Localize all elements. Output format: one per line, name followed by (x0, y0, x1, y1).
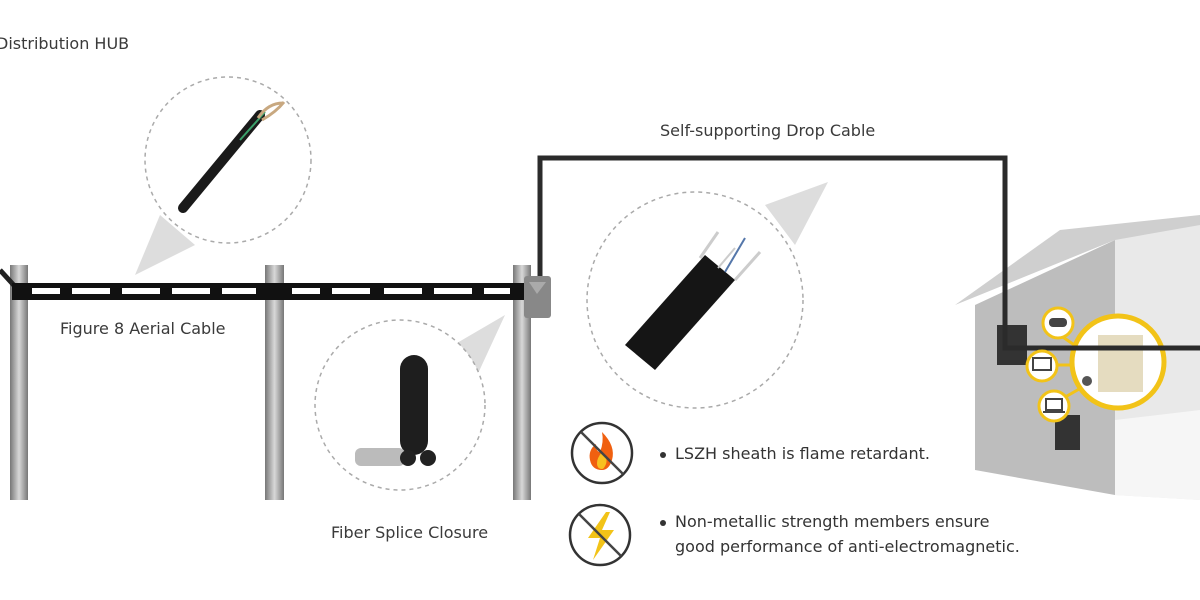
utility-pole (513, 265, 531, 500)
label-drop-cable: Self-supporting Drop Cable (660, 121, 876, 140)
feature-flame-retardant: LSZH sheath is flame retardant. (660, 441, 930, 466)
bullet-dot (660, 519, 666, 526)
home-devices (1020, 306, 1200, 423)
splice-closure-box (524, 276, 551, 318)
callout-splice-closure (314, 315, 505, 491)
label-figure8-cable: Figure 8 Aerial Cable (60, 319, 226, 338)
cable-dash (222, 288, 256, 294)
feature-anti-electromagnetic: Non-metallic strength members ensure goo… (660, 509, 1020, 559)
feature-text-line2: good performance of anti-electromagnetic… (675, 537, 1020, 556)
bullet-dot (660, 451, 666, 458)
label-splice-closure: Fiber Splice Closure (331, 523, 489, 542)
cable-dash (384, 288, 422, 294)
label-distribution-hub: Distribution HUB (0, 34, 130, 53)
laptop-icon (1037, 389, 1071, 423)
cable-dash (72, 288, 110, 294)
callout-figure8-cable (135, 76, 312, 275)
cable-dash (434, 288, 472, 294)
gamepad-icon (1041, 306, 1075, 340)
flame-icon (570, 421, 634, 485)
utility-pole (10, 265, 28, 500)
tv-icon (1025, 349, 1059, 383)
utility-pole (265, 265, 284, 500)
feature-text-line1: Non-metallic strength members ensure (675, 512, 990, 531)
lightning-icon (568, 503, 632, 567)
cable-dash (292, 288, 320, 294)
callout-drop-cable (586, 182, 828, 409)
cable-dash (484, 288, 510, 294)
cable-dash (172, 288, 210, 294)
figure8-aerial-cable (0, 268, 527, 300)
cable-dash (32, 288, 60, 294)
cable-dash (122, 288, 160, 294)
feature-text: LSZH sheath is flame retardant. (675, 444, 930, 463)
cable-dash (332, 288, 370, 294)
